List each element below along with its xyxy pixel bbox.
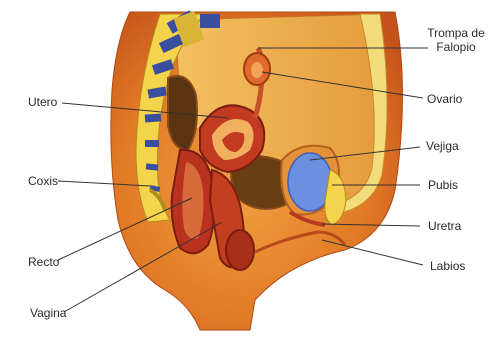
label-uretra: Uretra: [428, 219, 461, 233]
label-pubis: Pubis: [428, 178, 458, 192]
vertebra-dark-patch: [200, 14, 220, 28]
label-vejiga: Vejiga: [426, 139, 459, 153]
vaginal-opening: [226, 230, 254, 270]
label-vagina: Vagina: [30, 306, 66, 320]
label-recto: Recto: [28, 255, 59, 269]
label-trompa-de-falopio: Trompa de Falopio: [424, 26, 488, 54]
label-trompa-line2: Falopio: [424, 40, 488, 54]
label-labios: Labios: [430, 259, 465, 273]
ovary-inner: [251, 62, 263, 78]
label-utero: Utero: [28, 95, 57, 109]
label-trompa-line1: Trompa de: [424, 26, 488, 40]
label-coxis: Coxis: [28, 174, 58, 188]
label-ovario: Ovario: [427, 92, 462, 106]
leader-line-labios: [322, 240, 423, 265]
